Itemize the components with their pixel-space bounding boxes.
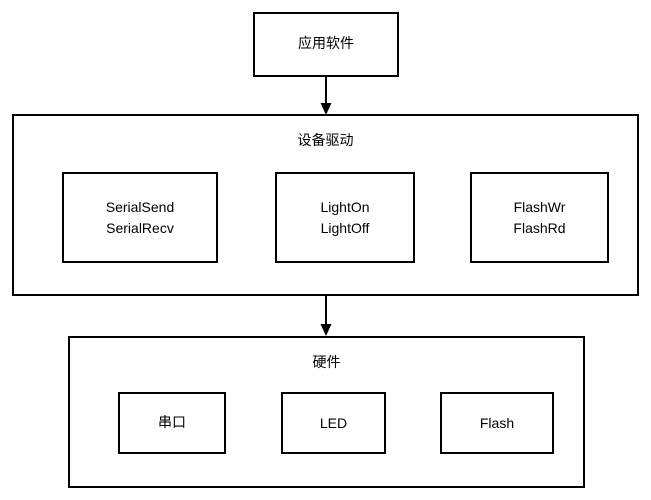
- arrow-app-to-driver-icon: [318, 76, 334, 116]
- serial-driver-label: SerialSend SerialRecv: [105, 199, 175, 236]
- application-software-label: 应用软件: [298, 36, 354, 53]
- hardware-flash-box[interactable]: Flash: [440, 392, 554, 454]
- flash-driver-label: FlashWr FlashRd: [513, 199, 566, 236]
- arrow-driver-to-hardware-icon: [318, 295, 334, 337]
- device-driver-title: 设备驱动: [297, 133, 354, 149]
- hardware-serial-port-box[interactable]: 串口: [118, 392, 226, 454]
- hardware-serial-port-label: 串口: [158, 414, 186, 431]
- flash-driver-box[interactable]: FlashWr FlashRd: [470, 172, 609, 263]
- light-driver-box[interactable]: LightOn LightOff: [275, 172, 415, 263]
- hardware-flash-label: Flash: [479, 414, 515, 431]
- hardware-led-label: LED: [319, 414, 348, 431]
- serial-driver-box[interactable]: SerialSend SerialRecv: [62, 172, 218, 263]
- application-software-box[interactable]: 应用软件: [253, 12, 399, 77]
- hardware-led-box[interactable]: LED: [281, 392, 386, 454]
- hardware-title: 硬件: [312, 355, 341, 371]
- light-driver-label: LightOn LightOff: [320, 199, 370, 236]
